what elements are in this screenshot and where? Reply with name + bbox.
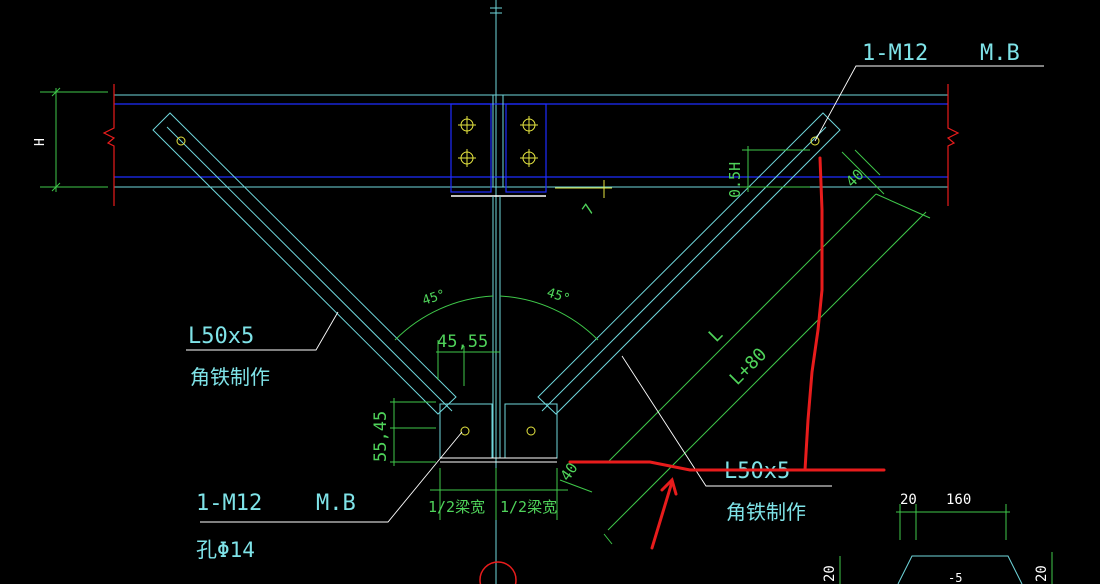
dimension-height-small-label: 55,45 [371, 411, 391, 462]
hole-label: 孔Φ14 [196, 538, 255, 562]
dimension-length [603, 193, 931, 545]
dimension-height-small [390, 398, 436, 466]
dimension-h-label: H [33, 138, 48, 146]
beam-break-right [946, 84, 960, 206]
diagonal-brace-right [537, 112, 841, 415]
dimension-h [40, 87, 108, 192]
dimension-width [436, 340, 500, 386]
half-width-right-label: 1/2梁宽 [500, 498, 557, 516]
plate-dim-20-left: 20 [822, 565, 838, 582]
plate-thickness: -5 [948, 571, 962, 584]
bolt-top-type: M.B [980, 41, 1020, 66]
diagonal-brace-left [152, 112, 457, 415]
bolt-symbols [458, 116, 538, 167]
gusset-plates [439, 403, 558, 463]
dimension-half-h-label: 0.5H [726, 162, 744, 198]
half-width-left-label: 1/2梁宽 [428, 498, 485, 516]
splice-plate-left [450, 103, 492, 193]
plate-outline [897, 555, 1023, 584]
angle-left-label: 45° [421, 287, 448, 309]
plate-dim-160: 160 [946, 492, 971, 508]
bolt-bottom-label: 1-M12 [196, 491, 262, 516]
plate-detail [839, 504, 1053, 584]
angle-right-note: 角铁制作 [726, 500, 806, 524]
plate-dim-20: 20 [900, 492, 917, 508]
vertical-stub [492, 196, 501, 458]
angle-left-note: 角铁制作 [190, 365, 270, 389]
dimension-half-width [430, 468, 568, 520]
axis-bubble [479, 561, 517, 584]
red-markup [568, 156, 886, 550]
flange-dimension [555, 180, 612, 198]
angle-arcs [394, 295, 599, 341]
gusset-bolts [460, 426, 536, 436]
dimension-offset-bottom-line [559, 479, 593, 493]
angle-right-label: 45° [545, 286, 572, 308]
dimension-width-label: 45,55 [437, 332, 488, 352]
bolt-top-label: 1-M12 [862, 41, 928, 66]
dimension-offset-top [841, 149, 885, 195]
plate-dim-20-right: 20 [1034, 565, 1050, 582]
beam-break-left [102, 84, 116, 206]
bolt-bottom-type: M.B [316, 491, 356, 516]
angle-left-spec: L50x5 [188, 324, 254, 349]
splice-plate-right [505, 103, 547, 193]
dimension-half-h [740, 146, 810, 192]
leader-lines [186, 65, 1044, 523]
